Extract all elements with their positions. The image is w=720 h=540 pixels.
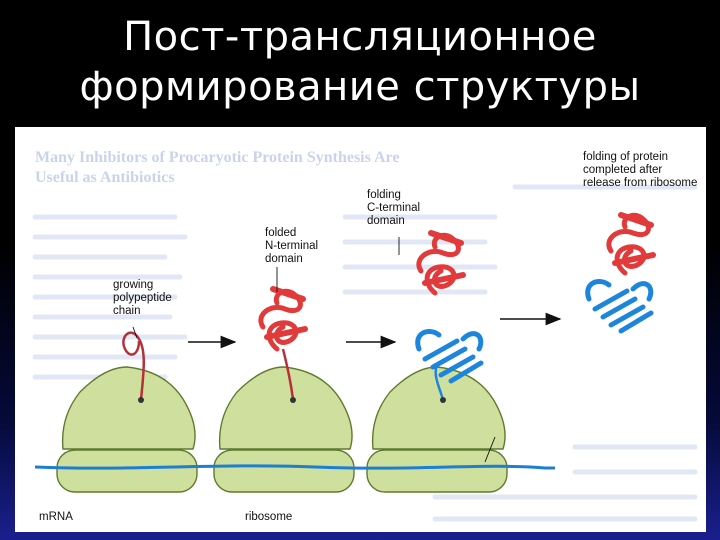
- n-domain-completed: [609, 215, 653, 273]
- exit-site-1: [138, 397, 144, 403]
- exit-site-3: [440, 397, 446, 403]
- label-growing-chain: growing polypeptide chain: [113, 279, 172, 318]
- title-line-1: Пост-трансляционное: [0, 12, 720, 62]
- ribosome-1: [57, 367, 197, 492]
- ribosome-3: [367, 367, 507, 492]
- n-domain-stage2: [261, 289, 305, 349]
- label-ribosome: ribosome: [245, 511, 292, 524]
- c-domain-completed: [588, 281, 651, 331]
- exit-site-2: [290, 397, 296, 403]
- ribosome-2: [214, 367, 354, 492]
- label-mrna: mRNA: [39, 511, 73, 524]
- label-c-terminal: folding C-terminal domain: [367, 189, 420, 228]
- folding-figure: Many Inhibitors of Procaryotic Protein S…: [15, 127, 706, 532]
- title-line-2: формирование структуры: [0, 62, 720, 112]
- label-completed: folding of protein completed after relea…: [583, 151, 697, 190]
- label-n-terminal: folded N-terminal domain: [265, 227, 318, 266]
- slide-title: Пост-трансляционное формирование структу…: [0, 12, 720, 112]
